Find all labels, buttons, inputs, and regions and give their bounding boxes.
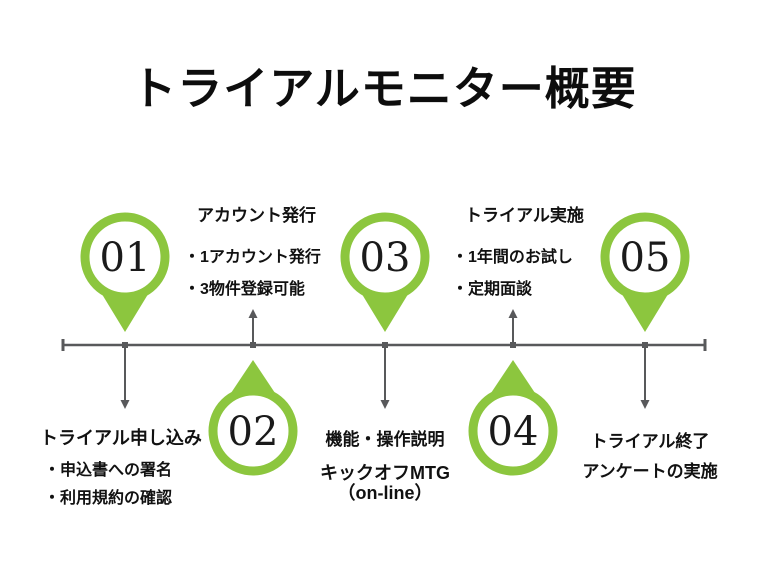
step5-label: トライアル終了	[590, 432, 710, 451]
pin-number-02: 02	[228, 409, 279, 455]
pin-step5: 05	[600, 212, 690, 332]
pin-step1: 01	[80, 212, 170, 332]
arrow-down-step5	[640, 345, 650, 409]
step4-text-block: トライアル実施 ・1年間のお試し ・定期面談	[452, 201, 584, 306]
pin-number-01: 01	[100, 235, 151, 281]
step4-label: トライアル実施	[465, 206, 584, 225]
step5-detail: アンケートの実施	[582, 462, 718, 481]
step2-detail: ・1アカウント発行	[184, 249, 321, 266]
pin-number-03: 03	[360, 235, 411, 281]
step4-detail: ・1年間のお試し	[452, 249, 573, 266]
arrow-up-step2	[248, 309, 258, 345]
page-title: トライアルモニター概要	[131, 63, 637, 114]
pin-number-05: 05	[620, 235, 671, 281]
step1-text-block: トライアル申し込み ・申込書への署名 ・利用規約の確認	[40, 424, 202, 513]
pin-step2: 02	[208, 360, 298, 476]
pin-number-04: 04	[488, 409, 539, 455]
step3-label: 機能・操作説明	[325, 430, 445, 449]
arrow-up-step4	[508, 309, 518, 345]
step2-label: アカウント発行	[197, 206, 316, 225]
step2-detail: ・3物件登録可能	[184, 281, 305, 298]
step3-detail: キックオフMTG	[320, 463, 450, 483]
step3-detail: （on-line）	[337, 483, 433, 503]
step1-detail: ・申込書への署名	[44, 462, 173, 479]
arrow-down-step3	[380, 345, 390, 409]
step4-detail: ・定期面談	[452, 281, 533, 298]
step5-text-block: トライアル終了 アンケートの実施	[558, 427, 742, 483]
step2-text-block: アカウント発行 ・1アカウント発行 ・3物件登録可能	[184, 201, 321, 306]
arrow-down-step1	[120, 345, 130, 409]
step1-label: トライアル申し込み	[40, 428, 202, 448]
pin-step3: 03	[340, 212, 430, 332]
step3-text-block: 機能・操作説明 キックオフMTG （on-line）	[300, 425, 470, 503]
step1-detail: ・利用規約の確認	[44, 490, 173, 507]
pin-step4: 04	[468, 360, 558, 476]
